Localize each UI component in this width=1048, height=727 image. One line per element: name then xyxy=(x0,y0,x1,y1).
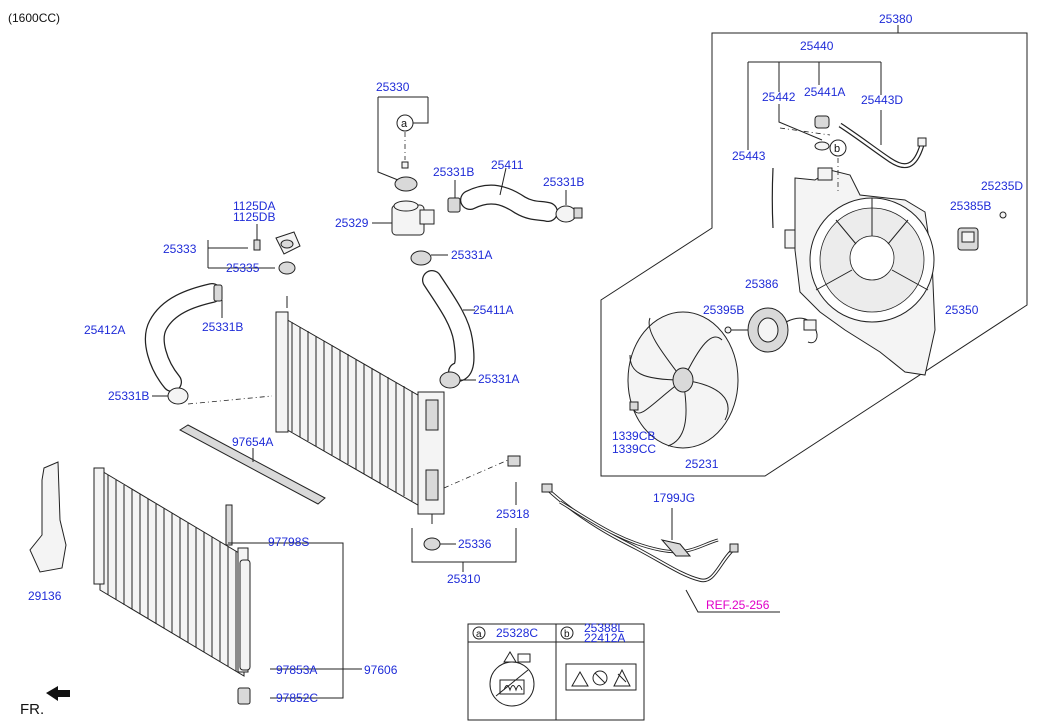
fan-motor-25386 xyxy=(724,307,818,353)
label-25331A-top[interactable]: 25331A xyxy=(451,248,492,262)
lower-hose-25411A xyxy=(422,270,475,382)
cap-bracket-25330 xyxy=(377,96,429,181)
legend-b-part-1[interactable]: 25388L xyxy=(584,621,624,635)
label-25350[interactable]: 25350 xyxy=(945,303,979,317)
label-1125DB[interactable]: 1125DB xyxy=(233,210,275,224)
label-25310[interactable]: 25310 xyxy=(447,572,481,586)
hose-clamp-25331B-low xyxy=(152,387,273,405)
legend-b-part-2[interactable]: 22412A xyxy=(584,631,625,645)
label-25411A[interactable]: 25411A xyxy=(473,303,513,317)
reservoir-cap-25441A xyxy=(814,115,830,151)
radiator-bracket-25310 xyxy=(411,482,517,572)
label-29136[interactable]: 29136 xyxy=(28,589,62,603)
legend-table: a 25328C b 25388L 22412A xyxy=(467,621,645,721)
label-25412A[interactable]: 25412A xyxy=(84,323,125,337)
label-97654A[interactable]: 97654A xyxy=(232,435,273,449)
reference-link[interactable]: REF.25-256 xyxy=(706,598,770,612)
fan-shroud-group-box xyxy=(600,25,1028,477)
callout-a-letter: a xyxy=(401,118,408,130)
fan-shroud-25350 xyxy=(784,167,936,376)
fan-warning-label-icon xyxy=(565,663,637,691)
label-25330[interactable]: 25330 xyxy=(376,80,410,94)
label-25442[interactable]: 25442 xyxy=(762,90,796,104)
label-25329[interactable]: 25329 xyxy=(335,216,369,230)
label-25331B-left[interactable]: 25331B xyxy=(202,320,243,334)
label-25336[interactable]: 25336 xyxy=(458,537,492,551)
bolt-1125DA xyxy=(253,224,261,251)
callout-b-letter: b xyxy=(834,143,840,155)
label-1799JG[interactable]: 1799JG xyxy=(653,491,695,505)
hose-clamp-25331B-right xyxy=(555,190,583,223)
label-25235D[interactable]: 25235D xyxy=(981,179,1023,193)
engine-variant-label: (1600CC) xyxy=(8,11,60,25)
label-25395B[interactable]: 25395B xyxy=(703,303,744,317)
label-25440[interactable]: 25440 xyxy=(800,39,834,53)
label-25443D[interactable]: 25443D xyxy=(861,93,903,107)
air-guard-29136 xyxy=(29,461,67,573)
mount-bracket-25333 xyxy=(207,231,301,269)
legend-a-letter: a xyxy=(476,629,482,640)
label-1125DA[interactable]: 1125DA xyxy=(233,199,275,213)
label-25386[interactable]: 25386 xyxy=(745,277,779,291)
label-25331B-right[interactable]: 25331B xyxy=(543,175,584,189)
label-97798S[interactable]: 97798S xyxy=(268,535,309,549)
front-label: FR. xyxy=(20,701,44,718)
legend-b-letter: b xyxy=(564,629,570,640)
overflow-hose-25443D xyxy=(838,122,927,169)
condenser-bracket xyxy=(228,542,362,699)
label-1339CB[interactable]: 1339CB xyxy=(612,429,655,443)
label-97852C[interactable]: 97852C xyxy=(276,691,318,705)
label-25443[interactable]: 25443 xyxy=(732,149,766,163)
front-arrow-icon xyxy=(46,686,70,701)
overflow-hose-25443 xyxy=(771,167,774,229)
label-25331B-low[interactable]: 25331B xyxy=(108,389,149,403)
insulator-25336 xyxy=(423,537,456,551)
label-25331B-top[interactable]: 25331B xyxy=(433,165,474,179)
filler-neck-25329 xyxy=(372,200,435,236)
label-97606[interactable]: 97606 xyxy=(364,663,398,677)
label-1339CC[interactable]: 1339CC xyxy=(612,442,656,456)
cap-warning-label-icon xyxy=(489,651,535,707)
label-25441A[interactable]: 25441A xyxy=(804,85,845,99)
label-25335[interactable]: 25335 xyxy=(226,261,260,275)
lower-hose-25412A xyxy=(144,283,222,392)
hose-set-bracket-25440 xyxy=(747,61,882,150)
label-97853A[interactable]: 97853A xyxy=(276,663,317,677)
label-25385B[interactable]: 25385B xyxy=(950,199,991,213)
seal-strip-97654A xyxy=(179,424,326,505)
wiring-harness-ref xyxy=(541,483,780,613)
hose-clamp-25331B-top xyxy=(447,180,461,213)
insulator-25335 xyxy=(278,261,296,275)
upper-hose-25411 xyxy=(460,167,558,222)
cooling-fan-25231 xyxy=(627,311,739,449)
hose-clamp-25331B-left xyxy=(213,284,223,318)
label-25380[interactable]: 25380 xyxy=(879,12,913,26)
callout-a: a xyxy=(396,114,414,132)
hose-clamp-25331A-top xyxy=(410,250,448,266)
hose-clamp-25331A-mid xyxy=(439,371,476,389)
front-direction-indicator: FR. xyxy=(20,686,70,718)
receiver-drier-97853A xyxy=(237,559,251,705)
label-25318[interactable]: 25318 xyxy=(496,507,530,521)
callout-b: b xyxy=(779,127,847,192)
legend-a-part[interactable]: 25328C xyxy=(496,626,538,640)
label-25331A-mid[interactable]: 25331A xyxy=(478,372,519,386)
radiator-cap-25330 xyxy=(394,161,418,192)
label-25411[interactable]: 25411 xyxy=(491,158,524,172)
fan-resistor-25385B xyxy=(957,211,1007,251)
label-25333[interactable]: 25333 xyxy=(163,242,197,256)
condenser-97606 xyxy=(93,467,249,677)
radiator-25310 xyxy=(275,296,521,524)
label-25231[interactable]: 25231 xyxy=(685,457,719,471)
